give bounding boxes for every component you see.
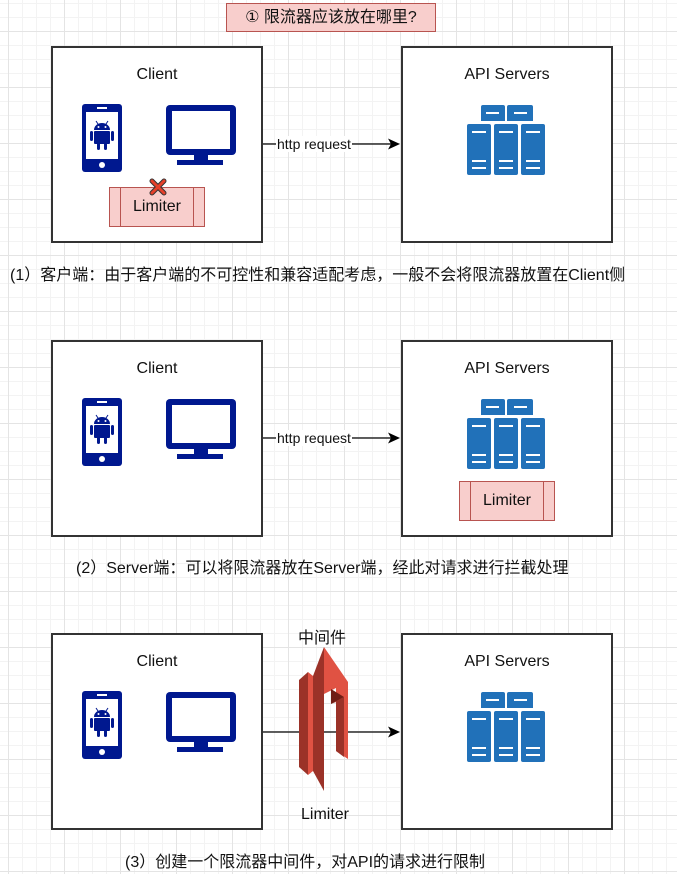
- http-request-label: http request: [276, 430, 352, 446]
- client-box[interactable]: Client: [51, 340, 263, 537]
- api-servers-box[interactable]: API Servers: [401, 46, 613, 243]
- api-servers-box[interactable]: API Servers: [401, 633, 613, 830]
- api-servers-label: API Servers: [464, 66, 550, 83]
- server-rack-icon: [467, 105, 547, 175]
- request-arrow: [263, 724, 401, 740]
- limiter-box[interactable]: Limiter: [459, 481, 555, 521]
- api-servers-label: API Servers: [464, 653, 550, 670]
- desktop-monitor-icon: [165, 691, 237, 755]
- caption-server: (2）Server端：可以将限流器放在Server端，经此对请求进行拦截处理: [76, 560, 569, 577]
- caption-middleware: (3）创建一个限流器中间件，对API的请求进行限制: [125, 854, 486, 871]
- caption-client: (1）客户端：由于客户端的不可控性和兼容适配考虑，一般不会将限流器放置在Clie…: [10, 267, 626, 284]
- android-phone-icon: [81, 103, 123, 173]
- middleware-limiter-label: Limiter: [301, 806, 350, 823]
- server-rack-icon: [467, 692, 547, 762]
- android-phone-icon: [81, 690, 123, 760]
- desktop-monitor-icon: [165, 104, 237, 168]
- client-box[interactable]: Client: [51, 633, 263, 830]
- aws-api-gateway-icon[interactable]: [299, 647, 349, 791]
- middleware-label: 中间件: [298, 630, 347, 647]
- server-rack-icon: [467, 399, 547, 469]
- x-mark-icon: [149, 178, 167, 196]
- api-servers-label: API Servers: [464, 360, 550, 377]
- desktop-monitor-icon: [165, 398, 237, 462]
- api-servers-box[interactable]: API Servers: [401, 340, 613, 537]
- client-label: Client: [136, 360, 178, 377]
- diagram-title: ① 限流器应该放在哪里?: [226, 3, 436, 32]
- client-label: Client: [136, 653, 178, 670]
- client-label: Client: [136, 66, 178, 83]
- http-request-label: http request: [276, 136, 352, 152]
- android-phone-icon: [81, 397, 123, 467]
- client-box[interactable]: Client: [51, 46, 263, 243]
